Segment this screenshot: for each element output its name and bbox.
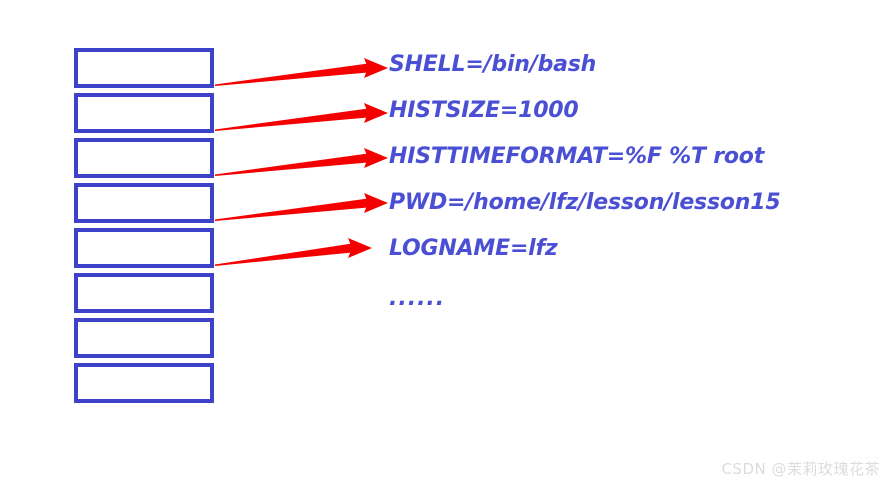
- csdn-watermark: CSDN @茉莉玫瑰花茶: [721, 460, 880, 478]
- arrow-to-shell: [215, 58, 388, 86]
- env-block: [74, 138, 214, 178]
- env-label-histtimeformat: HISTTIMEFORMAT=%F %T root: [389, 144, 765, 169]
- env-block: [74, 183, 214, 223]
- env-label-shell: SHELL=/bin/bash: [389, 52, 597, 77]
- env-block: [74, 318, 214, 358]
- env-block: [74, 273, 214, 313]
- env-block: [74, 363, 214, 403]
- arrow-to-pwd: [215, 193, 388, 221]
- env-label-ellipsis: ......: [389, 286, 446, 311]
- arrow-to-histtimeformat: [215, 148, 388, 176]
- env-label-pwd: PWD=/home/lfz/lesson/lesson15: [389, 190, 781, 215]
- env-block: [74, 93, 214, 133]
- env-block: [74, 48, 214, 88]
- env-label-logname: LOGNAME=lfz: [389, 236, 558, 261]
- env-block-stack: [74, 48, 214, 408]
- env-block: [74, 228, 214, 268]
- env-label-column: SHELL=/bin/bash HISTSIZE=1000 HISTTIMEFO…: [389, 50, 889, 314]
- env-label-histsize: HISTSIZE=1000: [389, 98, 579, 123]
- arrow-to-logname: [215, 238, 372, 266]
- arrow-to-histsize: [215, 103, 388, 131]
